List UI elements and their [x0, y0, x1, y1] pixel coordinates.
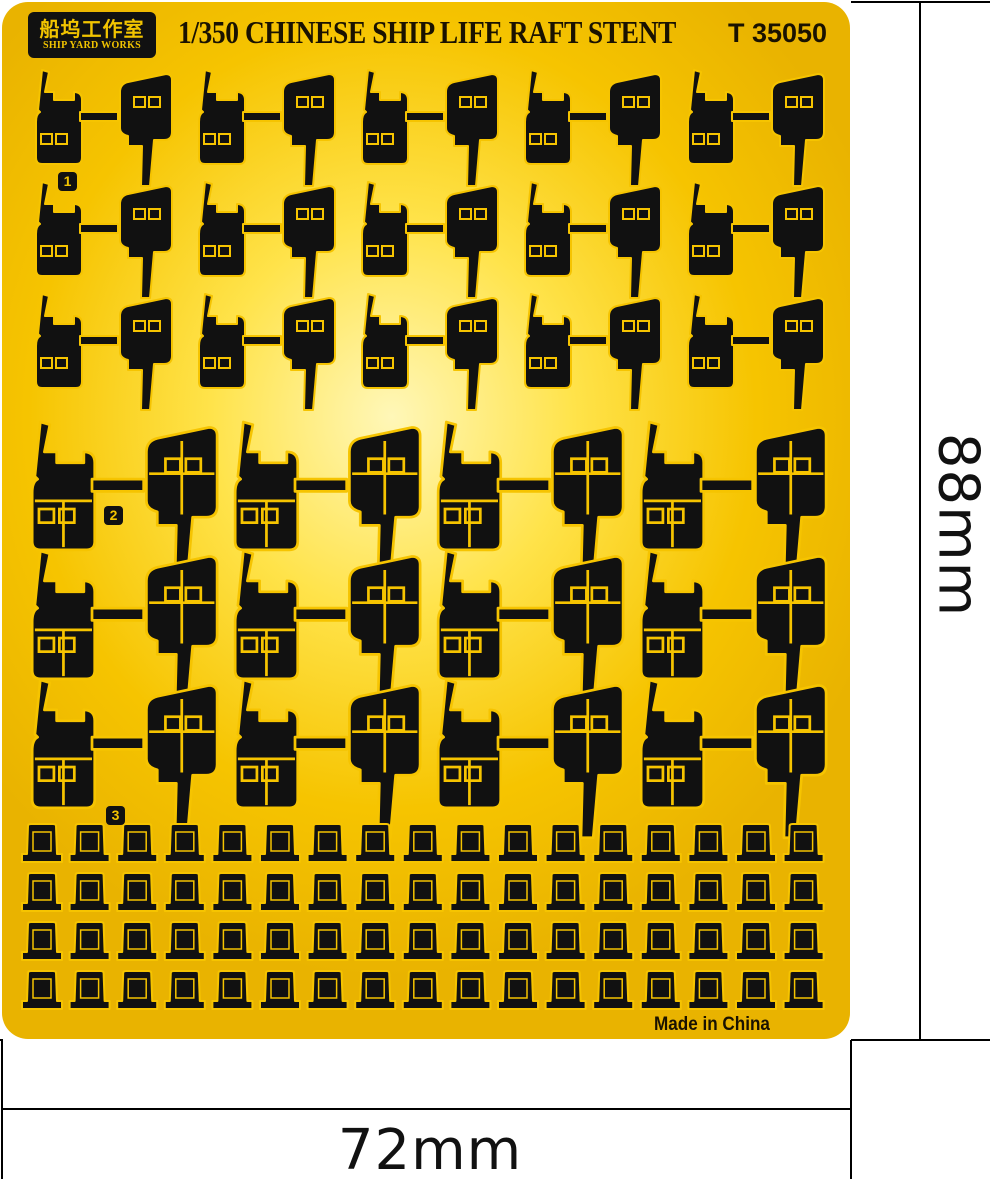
height-dimension-label: 88mm — [926, 433, 990, 617]
width-dimension-label: 72mm — [330, 1118, 530, 1183]
